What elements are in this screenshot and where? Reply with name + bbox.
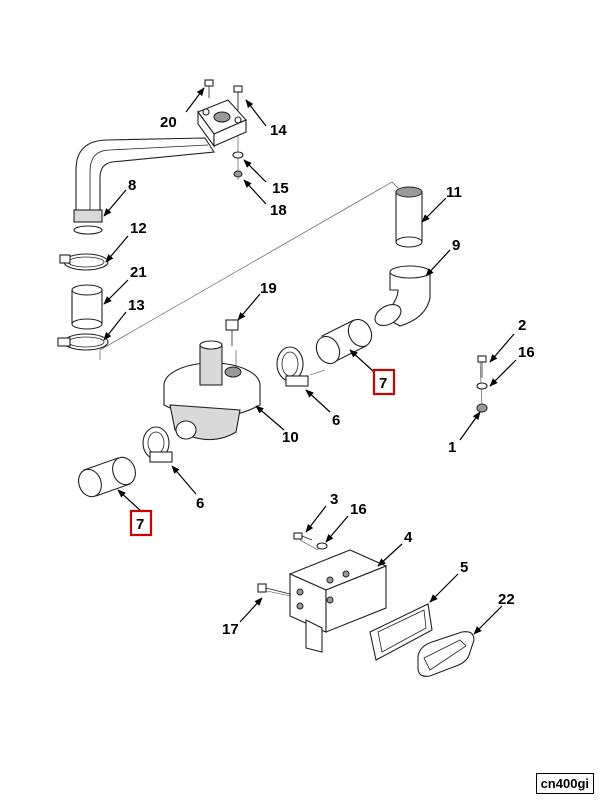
callout-14: 14 [270,122,287,139]
callout-9: 9 [452,237,460,254]
bolt-14 [233,85,243,110]
callout-2: 2 [518,317,526,334]
nut-1 [476,403,488,413]
nut-18 [233,170,243,178]
housing-10 [163,340,261,441]
hose-7-lower [78,456,136,498]
callout-1: 1 [448,439,456,456]
washer-16-lower [316,542,328,550]
pipe-flange [197,99,247,148]
straight-pipe-11 [395,186,423,248]
callout-7-upper: 7 [379,375,387,392]
elbow-9 [374,265,431,327]
clamp-bracket-6-lower [142,426,173,463]
gasket-5 [369,603,433,661]
callout-labels: 20 14 15 18 8 12 21 13 11 9 19 6 10 6 2 … [128,114,535,638]
clamp-12 [59,253,109,271]
callout-16-right: 16 [518,344,535,361]
callout-17: 17 [222,621,239,638]
bolt-20 [204,79,214,98]
gasket-22 [417,631,475,677]
callout-10: 10 [282,429,299,446]
callout-19: 19 [260,280,277,297]
highlight-box-7-lower [129,509,153,537]
callout-16-lower: 16 [350,501,367,518]
callout-20: 20 [160,114,177,131]
screw-3 [293,532,313,541]
callout-11: 11 [446,184,462,201]
figure-id-label: cn400gi [535,773,594,794]
callout-21: 21 [130,264,147,281]
hose-7-upper [315,318,373,365]
callout-5: 5 [460,559,468,576]
bolt-2 [477,355,487,378]
valve-housing-4 [288,549,388,653]
clamp-13 [57,333,109,351]
callout-13: 13 [128,297,145,314]
callout-3: 3 [330,491,338,508]
callout-22: 22 [498,591,515,608]
coupling-21 [71,284,103,330]
callout-7-lower: 7 [136,516,144,533]
assembly-guide-lines [99,90,483,599]
clamp-bracket-6-upper [276,346,309,387]
callout-6-lower: 6 [196,495,204,512]
callout-15: 15 [272,180,289,197]
callout-18: 18 [270,202,287,219]
callout-8: 8 [128,177,136,194]
upper-pipe-elbow [73,137,215,235]
callout-6-upper: 6 [332,412,340,429]
fitting-19 [225,319,239,346]
washer-15 [232,151,244,159]
callout-4: 4 [404,529,413,546]
bolt-17 [257,583,291,595]
callout-12: 12 [130,220,147,237]
callout-leaders [103,87,517,635]
highlight-box-7-upper [372,368,396,396]
washer-16-right [476,382,488,390]
